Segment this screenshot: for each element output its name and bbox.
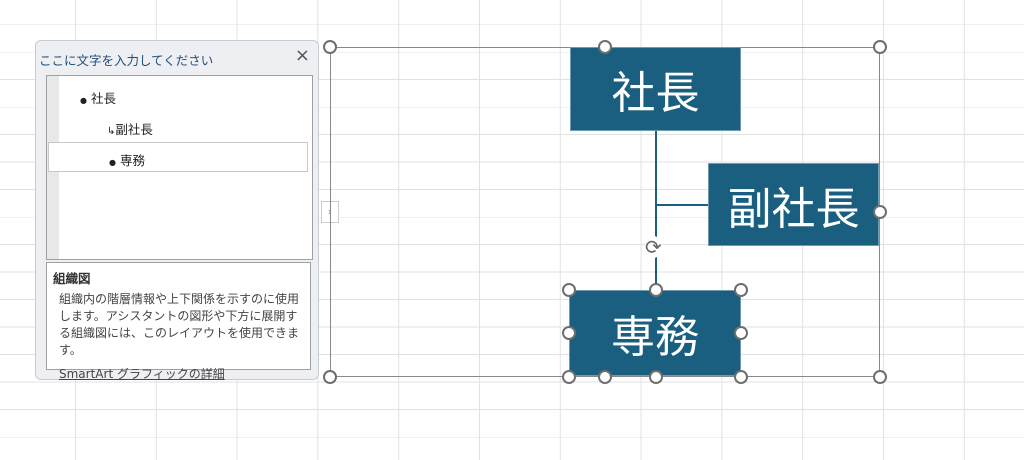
- close-icon[interactable]: ×: [294, 45, 310, 66]
- bullet-icon: ●: [109, 158, 116, 167]
- resize-handle[interactable]: [598, 40, 612, 54]
- connector-line: [655, 131, 657, 290]
- connector-line: [656, 204, 708, 206]
- resize-handle[interactable]: [873, 205, 887, 219]
- text-entry-list[interactable]: ● 社長 ↳副社長 ● 専務: [46, 75, 313, 260]
- resize-handle[interactable]: [873, 370, 887, 384]
- item-label: 社長: [90, 91, 116, 106]
- layout-description: 組織図 組織内の階層情報や上下関係を示すのに使用します。アシスタントの図形や下方…: [46, 262, 311, 381]
- item-label: 副社長: [115, 122, 153, 137]
- layout-description-text: 組織内の階層情報や上下関係を示すのに使用します。アシスタントの図形や下方に展開す…: [59, 292, 300, 357]
- resize-handle[interactable]: [323, 370, 337, 384]
- item-label: 専務: [119, 153, 145, 168]
- list-item[interactable]: ● 社長: [80, 88, 116, 107]
- selected-row: [48, 142, 308, 172]
- bullet-icon: ●: [80, 96, 87, 105]
- layout-name: 組織図: [53, 271, 91, 286]
- list-item[interactable]: ● 専務: [109, 150, 145, 169]
- smartart-text-pane: ここに文字を入力してください × ● 社長 ↳副社長 ● 専務 組織図 組織内の…: [35, 40, 319, 381]
- shape-handle[interactable]: [649, 283, 663, 297]
- shape-handle[interactable]: [562, 370, 576, 384]
- assistant-arrow-icon: ↳: [107, 126, 116, 137]
- smartart-details-link[interactable]: SmartArt グラフィックの詳細: [59, 367, 225, 381]
- shape-handle[interactable]: [734, 370, 748, 384]
- shape-handle[interactable]: [562, 326, 576, 340]
- resize-handle[interactable]: [873, 40, 887, 54]
- pane-title: ここに文字を入力してください: [39, 53, 214, 68]
- resize-handle[interactable]: [598, 370, 612, 384]
- rotate-handle-icon[interactable]: ⟳: [645, 235, 662, 259]
- shape-handle[interactable]: [649, 370, 663, 384]
- resize-handle[interactable]: [323, 40, 337, 54]
- org-box-president[interactable]: 社長: [570, 47, 741, 131]
- shape-handle[interactable]: [562, 283, 576, 297]
- list-item[interactable]: ↳副社長: [107, 119, 153, 138]
- shape-handle[interactable]: [734, 283, 748, 297]
- org-box-managing-director[interactable]: 専務: [569, 290, 741, 376]
- shape-handle[interactable]: [734, 326, 748, 340]
- org-box-vice-president[interactable]: 副社長: [708, 163, 879, 246]
